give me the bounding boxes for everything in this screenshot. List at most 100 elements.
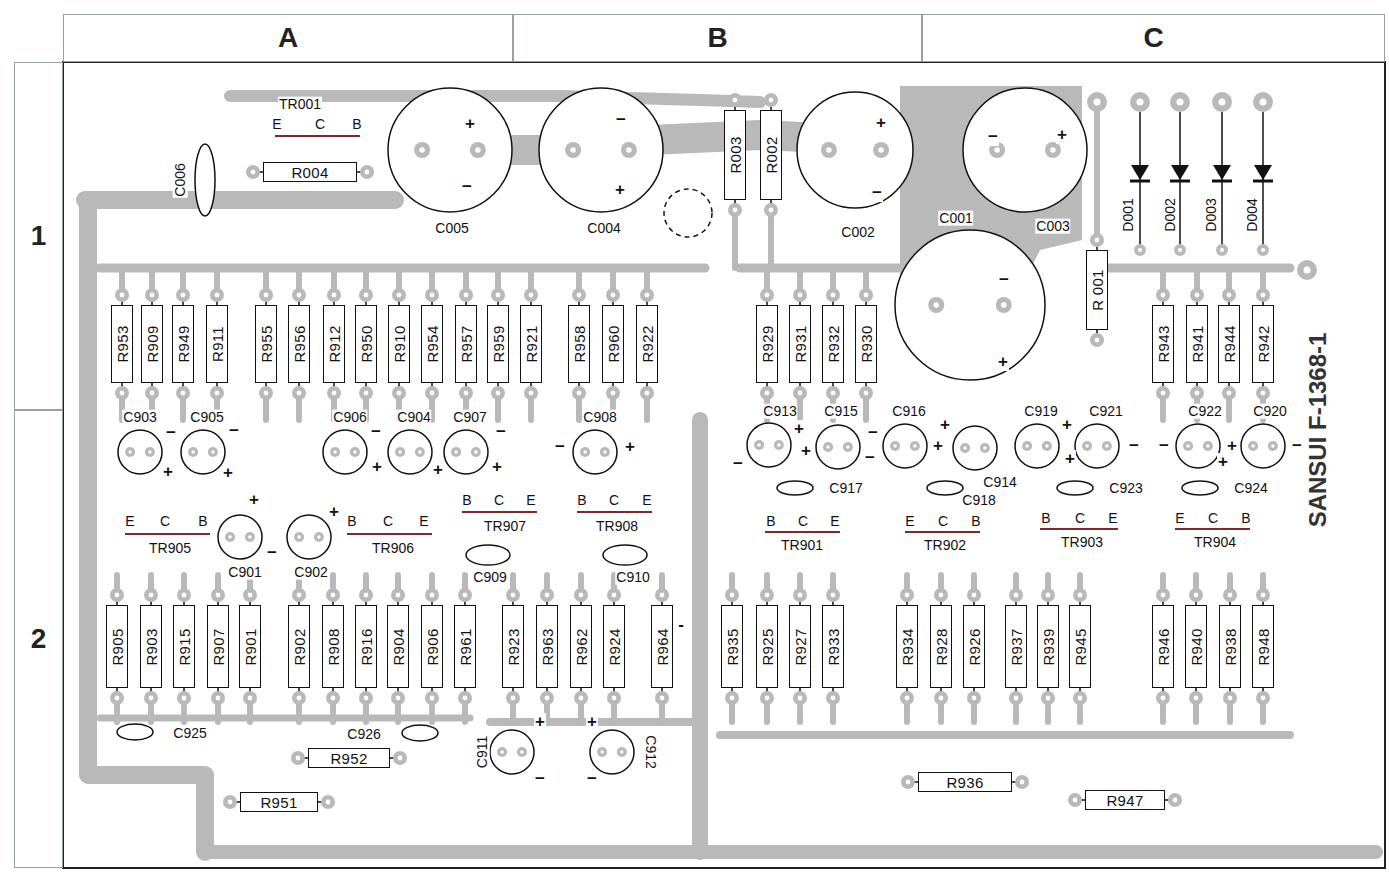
part-number: R908: [325, 628, 342, 665]
grid-reference-cell: 1: [14, 62, 63, 410]
polarity-mark: −: [370, 423, 382, 441]
polarity-mark: +: [586, 713, 598, 731]
pad-hole: [1206, 444, 1210, 448]
solder-pad: [760, 386, 774, 400]
resistor-body: R952: [308, 748, 390, 768]
pad-hole: [332, 391, 337, 396]
pad-hole: [1219, 99, 1226, 106]
part-number: R964: [654, 628, 671, 665]
solder-pad: [291, 751, 305, 765]
polarity-mark: −: [534, 770, 546, 788]
solder-pad: [144, 691, 158, 705]
polarity-mark: −: [1158, 437, 1170, 455]
polarity-mark: −: [615, 111, 627, 129]
polarity-mark: −: [495, 423, 507, 441]
capacitor-outline: [883, 424, 927, 468]
pad-hole: [364, 696, 369, 701]
capacitor-outline: [388, 430, 432, 474]
pad-hole: [248, 535, 252, 539]
solder-pad: [1130, 92, 1150, 112]
solder-pad: [967, 691, 981, 705]
solder-pad: [292, 288, 306, 302]
solder-pad: [1189, 588, 1203, 602]
pad-hole: [831, 696, 836, 701]
solder-pad: [326, 588, 340, 602]
resistor-body: R957: [455, 305, 477, 383]
resistor-body: R909: [141, 305, 163, 383]
part-label: D004: [1245, 197, 1260, 232]
part-label: TR905: [148, 541, 192, 556]
grid-reference: B: [707, 22, 727, 54]
pad-hole: [1173, 798, 1178, 803]
pad-hole: [520, 750, 524, 754]
part-number: R901: [242, 628, 259, 665]
pad-hole: [430, 391, 435, 396]
solder-pad: [359, 588, 373, 602]
pad-hole: [326, 800, 331, 805]
pad-hole: [331, 593, 336, 598]
solder-pad: [655, 691, 669, 705]
pad-hole: [1085, 444, 1089, 448]
part-label: B: [1040, 511, 1051, 526]
capacitor-outline: [1015, 424, 1059, 468]
resistor-body: R951: [240, 792, 318, 812]
capacitor-outline: [490, 730, 534, 774]
diode-bar: [1253, 180, 1273, 183]
pad-hole: [645, 293, 650, 298]
solder-pad: [110, 691, 124, 705]
pad-hole: [765, 696, 770, 701]
solder-pad: [1190, 288, 1204, 302]
resistor-body: R932: [822, 305, 844, 383]
pad-hole: [529, 391, 534, 396]
polarity-mark: −: [998, 271, 1010, 289]
polarity-mark: +: [534, 713, 546, 731]
part-label: TR907: [483, 519, 527, 534]
resistor-body: R958: [568, 305, 590, 383]
part-label: C914: [982, 475, 1017, 490]
copper-trace: [692, 420, 708, 852]
part-label: C919: [1023, 404, 1058, 419]
solder-pad: [793, 691, 807, 705]
pad-hole: [215, 391, 220, 396]
pad-hole: [430, 293, 435, 298]
pad-hole: [983, 446, 987, 450]
solder-pad: [640, 288, 654, 302]
polarity-mark: +: [1061, 416, 1073, 434]
part-number: R938: [1222, 628, 1239, 665]
pad-hole: [418, 450, 422, 454]
pad-hole: [1094, 99, 1101, 106]
part-number: R942: [1255, 325, 1272, 362]
part-label: C909: [472, 570, 507, 585]
resistor-body: R964: [651, 605, 673, 688]
pad-hole: [798, 391, 803, 396]
pad-hole: [831, 593, 836, 598]
transistor-outline: [1040, 528, 1118, 530]
capacitor-outline: [895, 230, 1045, 380]
solder-pad: [225, 532, 235, 542]
pad-hole: [1260, 99, 1267, 106]
solder-pad: [1253, 92, 1273, 112]
part-number: R951: [260, 794, 297, 811]
solder-pad: [451, 447, 461, 457]
part-label: B: [970, 514, 981, 529]
solder-pad: [223, 795, 237, 809]
resistor-body: R905: [106, 605, 128, 688]
pad-hole: [826, 445, 830, 449]
part-number: R930: [858, 325, 875, 362]
resistor-body: R941: [1186, 305, 1208, 383]
solder-pad: [1257, 244, 1269, 256]
pad-hole: [757, 443, 761, 447]
solder-pad: [1134, 244, 1146, 256]
part-label: D003: [1204, 197, 1219, 232]
solder-pad: [1090, 333, 1104, 347]
pad-hole: [511, 593, 516, 598]
resistor-body: R911: [206, 305, 228, 383]
pad-hole: [1227, 391, 1232, 396]
pad-hole: [1261, 696, 1266, 701]
solder-pad: [1216, 244, 1228, 256]
pad-hole: [419, 147, 425, 153]
pad-hole: [1078, 593, 1083, 598]
pad-hole: [1195, 293, 1200, 298]
resistor-body: R901: [239, 605, 261, 688]
solder-pad: [1222, 386, 1236, 400]
